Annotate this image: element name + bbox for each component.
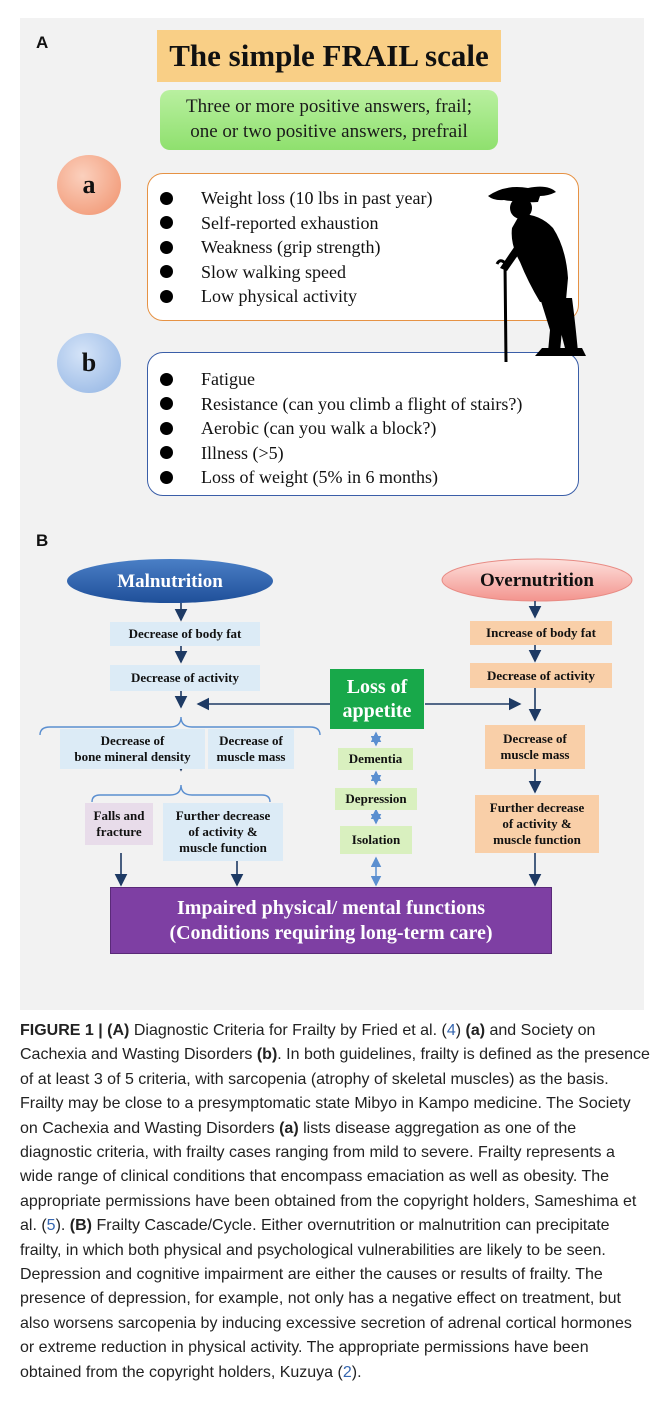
malnutrition-node xyxy=(67,559,273,603)
overnutrition-node xyxy=(441,558,633,602)
criterion-a-3: Weakness (grip strength) xyxy=(160,235,433,260)
group-a-badge: a xyxy=(57,155,121,215)
depression-node: Depression xyxy=(335,788,417,810)
criterion-b-3: Aerobic (can you walk a block?) xyxy=(160,416,522,441)
frail-rule-box: Three or more positive answers, frail; o… xyxy=(160,90,498,150)
bullet-icon xyxy=(160,372,173,386)
panel-a-label: A xyxy=(36,33,49,52)
rule-line-2: one or two positive answers, prefrail xyxy=(190,121,468,142)
criterion-a-4: Slow walking speed xyxy=(160,260,433,285)
bullet-icon xyxy=(160,421,173,435)
increase-body-fat-node: Increase of body fat xyxy=(470,621,612,645)
criterion-b-1: Fatigue xyxy=(160,367,522,392)
reference-link[interactable]: 2 xyxy=(342,1363,352,1381)
bullet-icon xyxy=(160,240,173,254)
frail-scale-title: The simple FRAIL scale xyxy=(157,30,501,82)
criterion-a-2: Self-reported exhaustion xyxy=(160,211,433,236)
decrease-activity-node-left: Decrease of activity xyxy=(110,665,260,691)
criterion-b-2: Resistance (can you climb a flight of st… xyxy=(160,392,522,417)
impaired-functions-outcome: Impaired physical/ mental functions(Cond… xyxy=(110,887,552,954)
figure-label: FIGURE 1 | xyxy=(20,1022,103,1039)
criteria-box-b: Fatigue Resistance (can you climb a flig… xyxy=(147,352,579,496)
group-b-badge: b xyxy=(57,333,121,393)
criterion-b-5: Loss of weight (5% in 6 months) xyxy=(160,465,522,490)
bullet-icon xyxy=(160,470,173,484)
decrease-activity-node-right: Decrease of activity xyxy=(470,663,612,688)
figure-caption: FIGURE 1 | (A) Diagnostic Criteria for F… xyxy=(20,1022,650,1381)
criterion-b-4: Illness (>5) xyxy=(160,441,522,466)
bullet-icon xyxy=(160,397,173,411)
bullet-icon xyxy=(160,191,173,205)
bullet-icon xyxy=(160,265,173,279)
malnutrition-label: Malnutrition xyxy=(117,571,223,592)
bullet-icon xyxy=(160,289,173,303)
reference-link[interactable]: 5 xyxy=(46,1217,56,1235)
isolation-node: Isolation xyxy=(340,826,412,854)
dementia-node: Dementia xyxy=(338,748,413,770)
decrease-body-fat-node: Decrease of body fat xyxy=(110,622,260,646)
bullet-icon xyxy=(160,446,173,460)
rule-line-1: Three or more positive answers, frail; xyxy=(186,96,472,117)
overnutrition-label: Overnutrition xyxy=(480,570,594,591)
criterion-a-1: Weight loss (10 lbs in past year) xyxy=(160,186,433,211)
reference-link[interactable]: 4 xyxy=(446,1022,456,1039)
panel-b-label: B xyxy=(36,531,49,550)
criterion-a-5: Low physical activity xyxy=(160,284,433,309)
bullet-icon xyxy=(160,216,173,230)
